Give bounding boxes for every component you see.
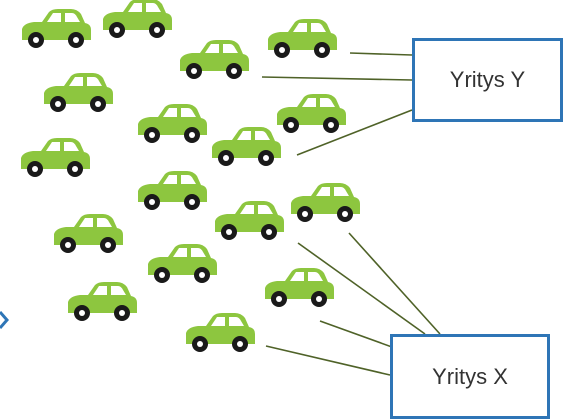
connector-line	[261, 76, 413, 81]
car-icon	[265, 268, 334, 307]
car-icon	[180, 40, 249, 79]
car-icon	[138, 104, 207, 143]
arrow-marker	[0, 311, 9, 329]
car-icon	[215, 201, 284, 240]
company-y-box: Yritys Y	[412, 38, 563, 122]
car-icon	[186, 313, 255, 352]
company-y-label: Yritys Y	[449, 67, 526, 92]
connector-line	[297, 242, 426, 335]
car-icon	[68, 282, 137, 321]
car-icon	[22, 9, 91, 48]
car-icon	[212, 127, 281, 166]
connector-line	[296, 109, 413, 156]
connector-line	[348, 232, 441, 335]
company-x-box: Yritys X	[390, 334, 550, 419]
connector-line	[349, 52, 413, 56]
car-icon	[21, 138, 90, 177]
company-x-label: Yritys X	[432, 363, 508, 389]
car-icon	[103, 0, 172, 38]
car-icon	[268, 19, 337, 58]
car-icon	[44, 73, 113, 112]
car-icon	[277, 94, 346, 133]
connector-line	[319, 320, 404, 352]
car-icon	[54, 214, 123, 253]
car-icon	[148, 244, 217, 283]
car-icon	[291, 183, 360, 222]
car-icon	[138, 171, 207, 210]
car-fleet	[21, 0, 360, 352]
connector-line	[265, 345, 391, 376]
connector-lines	[261, 52, 441, 376]
